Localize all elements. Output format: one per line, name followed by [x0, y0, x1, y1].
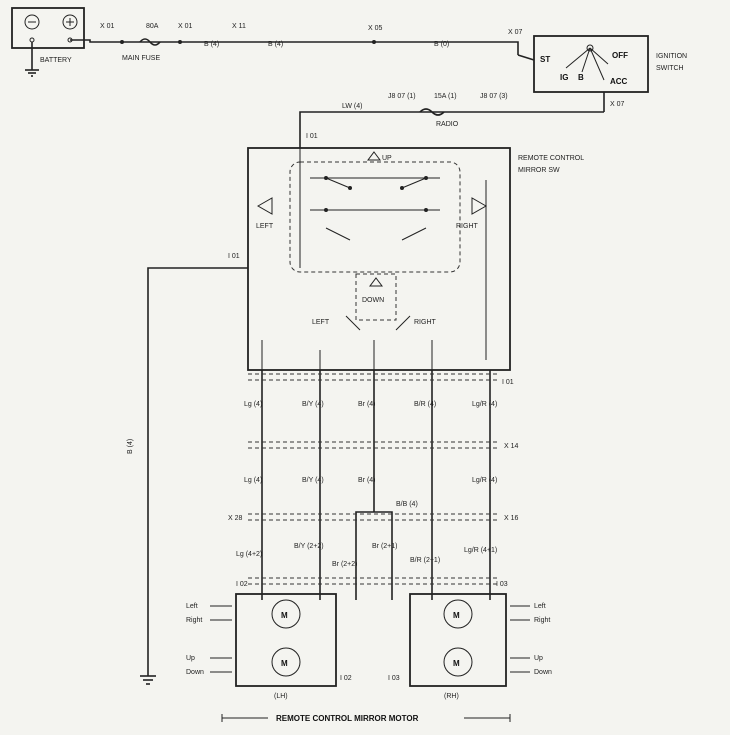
svg-text:J8 07 (1): J8 07 (1)	[388, 93, 416, 100]
svg-text:Br (4): Br (4)	[358, 477, 376, 484]
footer: REMOTE CONTROL MIRROR MOTOR	[221, 711, 511, 724]
svg-text:OFF: OFF	[612, 51, 628, 60]
svg-text:M: M	[281, 611, 288, 620]
svg-text:I 01: I 01	[228, 253, 240, 260]
svg-text:X 11: X 11	[232, 23, 246, 30]
svg-text:Lg (4): Lg (4)	[244, 477, 262, 484]
svg-text:B/Y (2+2): B/Y (2+2)	[294, 543, 324, 550]
ground-wire	[147, 267, 248, 676]
radio-label: RADIO	[436, 121, 459, 128]
svg-text:IG: IG	[560, 73, 568, 82]
svg-text:X 14: X 14	[504, 443, 519, 450]
svg-text:80A: 80A	[146, 23, 159, 30]
svg-text:M: M	[453, 659, 460, 668]
battery-label: BATTERY	[40, 57, 72, 64]
svg-text:DOWN: DOWN	[362, 297, 384, 304]
svg-text:UP: UP	[382, 155, 392, 162]
svg-text:I 03: I 03	[388, 675, 400, 682]
svg-text:Up: Up	[534, 655, 543, 662]
svg-text:B/Y (4): B/Y (4)	[302, 401, 324, 408]
svg-text:Up: Up	[186, 655, 195, 662]
svg-text:Left: Left	[534, 603, 546, 610]
svg-text:X 07: X 07	[610, 101, 625, 108]
svg-text:B (0): B (0)	[434, 41, 449, 48]
svg-text:I 01: I 01	[306, 133, 318, 140]
svg-text:X 07: X 07	[508, 29, 523, 36]
svg-text:X 01: X 01	[100, 23, 115, 30]
svg-text:15A (1): 15A (1)	[434, 93, 457, 100]
svg-text:J8 07 (3): J8 07 (3)	[480, 93, 508, 100]
motor-right-label: (RH)	[444, 693, 459, 700]
radio-wire	[299, 111, 604, 148]
svg-text:X 01: X 01	[178, 23, 193, 30]
svg-text:LEFT: LEFT	[256, 223, 274, 230]
svg-text:I 03: I 03	[496, 581, 508, 588]
svg-text:LW (4): LW (4)	[342, 103, 362, 110]
svg-text:I 02: I 02	[236, 581, 248, 588]
svg-text:Right: Right	[186, 617, 202, 624]
svg-text:B/R (2+1): B/R (2+1)	[410, 557, 440, 564]
motor-left: I 02 M M Left Right Up Down (LH) I 02	[186, 581, 352, 700]
svg-text:M: M	[453, 611, 460, 620]
harness-wires	[261, 370, 491, 600]
svg-text:MIRROR SW: MIRROR SW	[518, 167, 560, 174]
svg-text:Right: Right	[534, 617, 550, 624]
svg-text:RIGHT: RIGHT	[456, 223, 479, 230]
ignition-label: IGNITION	[656, 53, 687, 60]
mirror-switch-title: REMOTE CONTROL	[518, 155, 584, 162]
svg-text:Lg/R (4+1): Lg/R (4+1)	[464, 547, 497, 554]
svg-text:RIGHT: RIGHT	[414, 319, 437, 326]
svg-text:Br (2+2): Br (2+2)	[332, 561, 357, 568]
svg-text:X 28: X 28	[228, 515, 243, 522]
svg-text:Lg/R (4): Lg/R (4)	[472, 477, 497, 484]
svg-text:LEFT: LEFT	[312, 319, 330, 326]
ignition-switch: ST IG B OFF ACC IGNITION SWITCH X 07	[517, 35, 687, 112]
main-fuse: X 01 80A X 01 MAIN FUSE	[100, 23, 193, 62]
svg-text:X 05: X 05	[368, 25, 383, 32]
svg-text:Lg/R (4): Lg/R (4)	[472, 401, 497, 408]
top-wire	[70, 39, 519, 55]
svg-text:Lg (4): Lg (4)	[244, 401, 262, 408]
svg-text:ST: ST	[540, 55, 550, 64]
svg-text:B (4): B (4)	[204, 41, 219, 48]
svg-text:M: M	[281, 659, 288, 668]
svg-text:Lg (4+2): Lg (4+2)	[236, 551, 262, 558]
svg-text:SWITCH: SWITCH	[656, 65, 684, 72]
svg-text:Down: Down	[186, 669, 204, 676]
ground-symbol	[140, 675, 156, 685]
svg-text:Br (2+1): Br (2+1)	[372, 543, 397, 550]
svg-text:B: B	[578, 73, 584, 82]
svg-text:B/R (4): B/R (4)	[414, 401, 436, 408]
svg-text:B/Y (4): B/Y (4)	[302, 477, 324, 484]
svg-text:Left: Left	[186, 603, 198, 610]
svg-text:X 16: X 16	[504, 515, 519, 522]
svg-text:B (4): B (4)	[268, 41, 283, 48]
svg-text:Down: Down	[534, 669, 552, 676]
svg-text:I 02: I 02	[340, 675, 352, 682]
svg-text:Br (4): Br (4)	[358, 401, 376, 408]
mirror-switch: REMOTE CONTROL MIRROR SW UP LEFT RIGHT D…	[247, 147, 584, 371]
footer-title: REMOTE CONTROL MIRROR MOTOR	[276, 714, 419, 723]
svg-text:I 01: I 01	[502, 379, 514, 386]
svg-text:B (4): B (4)	[127, 439, 134, 454]
battery-box: BATTERY	[11, 7, 85, 77]
main-fuse-label: MAIN FUSE	[122, 55, 160, 62]
motor-right: I 03 M M Left Right Up Down (RH) I 03	[388, 581, 552, 700]
svg-text:B/B (4): B/B (4)	[396, 501, 418, 508]
motor-left-label: (LH)	[274, 693, 288, 700]
svg-text:ACC: ACC	[610, 77, 628, 86]
